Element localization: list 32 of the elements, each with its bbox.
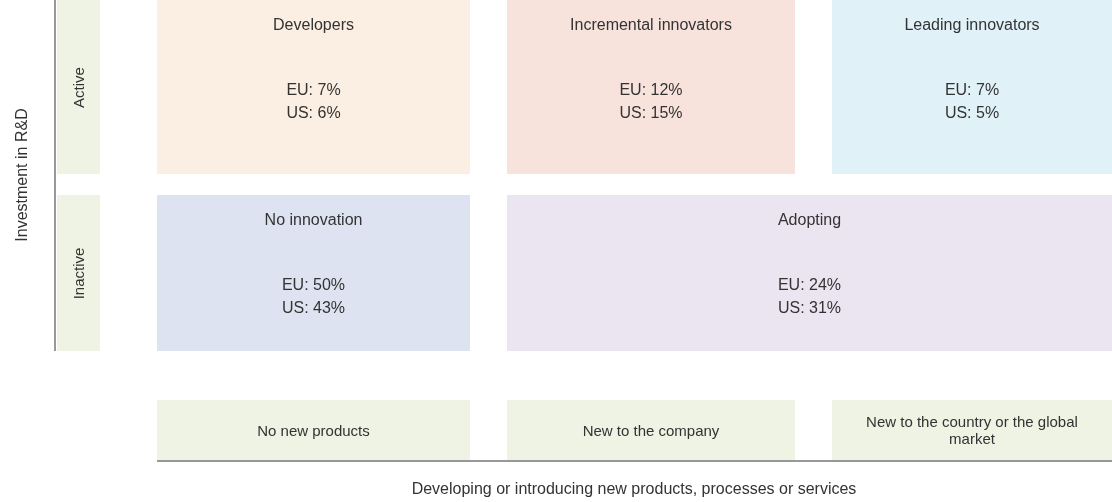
us-share: US: 43% [281, 299, 346, 317]
eu-share: EU: 12% [619, 81, 683, 99]
category-title: Developers [273, 16, 354, 34]
row-label: Active [70, 66, 87, 108]
axis-title: Developing or introducing new products, processes or services [411, 480, 857, 498]
category-title: Leading innovators [904, 16, 1040, 34]
column-header [157, 400, 470, 460]
row-label: Inactive [70, 247, 87, 299]
eu-share: EU: 24% [777, 276, 842, 294]
category-title: No innovation [264, 211, 363, 229]
category-box [157, 195, 470, 351]
category-title: Incremental innovators [570, 16, 732, 34]
category-box [507, 195, 1112, 351]
eu-share: EU: 7% [944, 81, 1000, 99]
category-box [157, 0, 470, 174]
us-share: US: 6% [286, 104, 341, 122]
column-label: New to the country or the global market [865, 413, 1079, 447]
column-header [507, 400, 795, 460]
category-box [507, 0, 795, 174]
column-label: New to the company [582, 421, 720, 439]
column-header [832, 400, 1112, 460]
us-share: US: 15% [619, 104, 683, 122]
us-share: US: 31% [777, 299, 842, 317]
eu-share: EU: 50% [281, 276, 346, 294]
column-label: No new products [257, 421, 370, 439]
row-header [57, 0, 100, 174]
category-title: Adopting [777, 211, 842, 229]
eu-share: EU: 7% [286, 81, 341, 99]
us-share: US: 5% [944, 104, 1000, 122]
category-box [832, 0, 1112, 174]
row-header [57, 195, 100, 351]
axis-title: Investment in R&D [13, 108, 31, 242]
